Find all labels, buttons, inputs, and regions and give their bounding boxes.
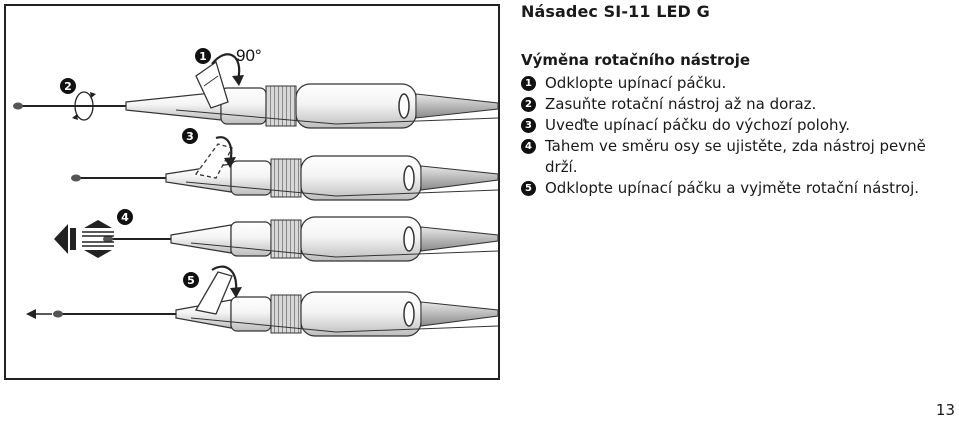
rotation-arrow-icon bbox=[72, 91, 96, 121]
step-number-badge: 1 bbox=[521, 76, 536, 91]
lever-open-arrow-icon bbox=[211, 53, 241, 81]
step-item: 1 Odklopte upínací páčku. bbox=[521, 73, 957, 94]
handpiece-row-1 bbox=[13, 60, 499, 129]
step-text: Odklopte upínací páčku. bbox=[545, 74, 727, 92]
figure-marker-2-label: 2 bbox=[64, 80, 72, 93]
step-item: 2 Zasuňte rotační nástroj až na doraz. bbox=[521, 94, 957, 115]
figure-marker-2: 2 bbox=[60, 78, 76, 94]
step-text: Tahem ve směru osy se ujistěte, zda nást… bbox=[545, 137, 926, 176]
step-number-badge: 3 bbox=[521, 118, 536, 133]
step-number-badge: 2 bbox=[521, 97, 536, 112]
figure-marker-5-label: 5 bbox=[187, 274, 195, 287]
lever-open-arrowhead-icon bbox=[232, 75, 244, 86]
step-text: Odklopte upínací páčku a vyjměte rotační… bbox=[545, 179, 920, 197]
lever-close-arrowhead-icon bbox=[224, 157, 236, 168]
step-number-badge: 4 bbox=[521, 139, 536, 154]
handpiece-drawing: 1 90° 2 3 4 5 bbox=[13, 46, 499, 337]
step-text: Uveďte upínací páčku do výchozí polohy. bbox=[545, 116, 851, 134]
step-item: 4 Tahem ve směru osy se ujistěte, zda ná… bbox=[521, 136, 957, 178]
handpiece-row-3 bbox=[103, 216, 499, 262]
pull-test-arrows-icon bbox=[54, 220, 114, 258]
figure-marker-4: 4 bbox=[117, 209, 133, 225]
figure-marker-5: 5 bbox=[183, 272, 199, 288]
page-number: 13 bbox=[935, 401, 955, 419]
lever-release-arrowhead-icon bbox=[230, 287, 242, 298]
step-number-badge: 5 bbox=[521, 181, 536, 196]
figure-marker-3: 3 bbox=[182, 128, 198, 144]
handpiece-illustration: 1 90° 2 3 4 5 bbox=[4, 4, 500, 380]
removal-arrow-icon bbox=[26, 309, 52, 319]
step-item: 5 Odklopte upínací páčku a vyjměte rotač… bbox=[521, 178, 957, 199]
step-text: Zasuňte rotační nástroj až na doraz. bbox=[545, 95, 817, 113]
angle-label: 90° bbox=[236, 46, 262, 65]
section-title: Výměna rotačního nástroje bbox=[521, 51, 751, 69]
handpiece-row-2 bbox=[71, 143, 499, 201]
figure-marker-4-label: 4 bbox=[121, 211, 129, 224]
figure-marker-1-label: 1 bbox=[199, 50, 207, 63]
handpiece-row-4 bbox=[53, 271, 499, 337]
figure-marker-1: 1 bbox=[195, 48, 211, 64]
figure-marker-3-label: 3 bbox=[186, 130, 194, 143]
step-item: 3 Uveďte upínací páčku do výchozí polohy… bbox=[521, 115, 957, 136]
lever-release-arrow-icon bbox=[211, 265, 238, 293]
document-title: Násadec SI-11 LED G bbox=[521, 2, 710, 21]
steps-list: 1 Odklopte upínací páčku. 2 Zasuňte rota… bbox=[521, 73, 957, 199]
